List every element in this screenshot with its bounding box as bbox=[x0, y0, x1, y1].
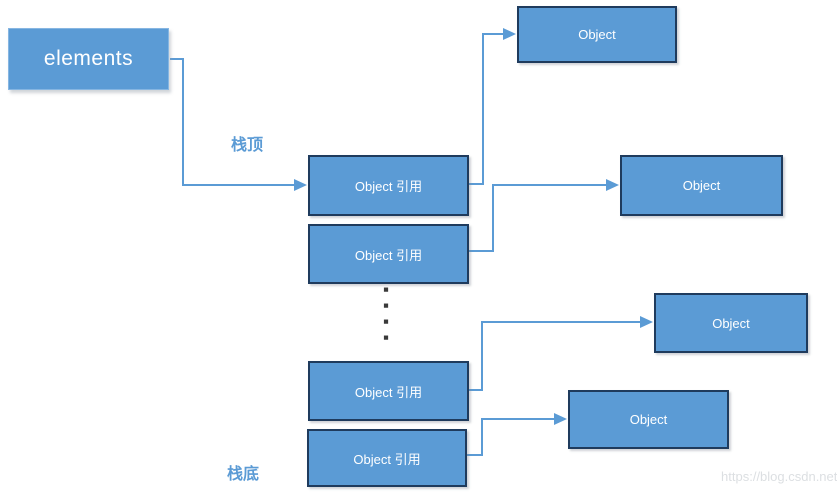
object-box-top-label: Object bbox=[578, 27, 616, 42]
object-ref-box-1-label: Object 引用 bbox=[354, 179, 423, 194]
object-ref-box-2: Object 引用 bbox=[308, 224, 469, 284]
object-box-lower-label: Object bbox=[712, 315, 750, 331]
object-box-lower: Object bbox=[654, 293, 808, 353]
arrow-head bbox=[294, 179, 307, 191]
object-ref-box-2-label: Object 引用 bbox=[354, 247, 423, 263]
arrow-head bbox=[640, 316, 653, 328]
arrow-head bbox=[503, 28, 516, 40]
object-box-bottom: Object bbox=[568, 390, 729, 449]
ellipsis-dot: ▪ bbox=[383, 296, 390, 315]
ellipsis-dot: ▪ bbox=[383, 312, 390, 331]
object-ref-box-4: Object 引用 bbox=[307, 429, 467, 487]
object-box-top: Object bbox=[517, 6, 677, 63]
elements-box: elements bbox=[8, 28, 169, 90]
ellipsis-dots: ▪ ▪ ▪ ▪ bbox=[383, 280, 390, 347]
connector-ref4-to-object-bottom bbox=[467, 418, 555, 456]
elements-box-label: elements bbox=[43, 47, 134, 70]
object-box-right: Object bbox=[620, 155, 783, 216]
connector-ref3-to-object-lower bbox=[469, 321, 641, 391]
object-ref-box-1: Object 引用 bbox=[308, 155, 469, 216]
arrow-head bbox=[554, 413, 567, 425]
connector-ref1-to-object-top bbox=[469, 33, 504, 185]
object-box-right-label: Object bbox=[682, 178, 721, 193]
object-ref-box-3: Object 引用 bbox=[308, 361, 469, 421]
ellipsis-dot: ▪ bbox=[383, 280, 390, 299]
stack-top-label: 栈顶 bbox=[231, 137, 264, 154]
object-ref-box-4-label: Object 引用 bbox=[353, 451, 421, 467]
arrow-head bbox=[606, 179, 619, 191]
object-box-bottom-label: Object bbox=[629, 412, 668, 427]
ellipsis-dot: ▪ bbox=[383, 328, 390, 347]
connector-ref2-to-object-right bbox=[469, 184, 607, 252]
stack-bottom-label: 栈底 bbox=[227, 466, 260, 483]
connector-elements-to-ref1 bbox=[170, 58, 295, 186]
watermark: https://blog.csdn.net/ bbox=[721, 469, 837, 484]
object-ref-box-3-label: Object 引用 bbox=[354, 384, 423, 400]
